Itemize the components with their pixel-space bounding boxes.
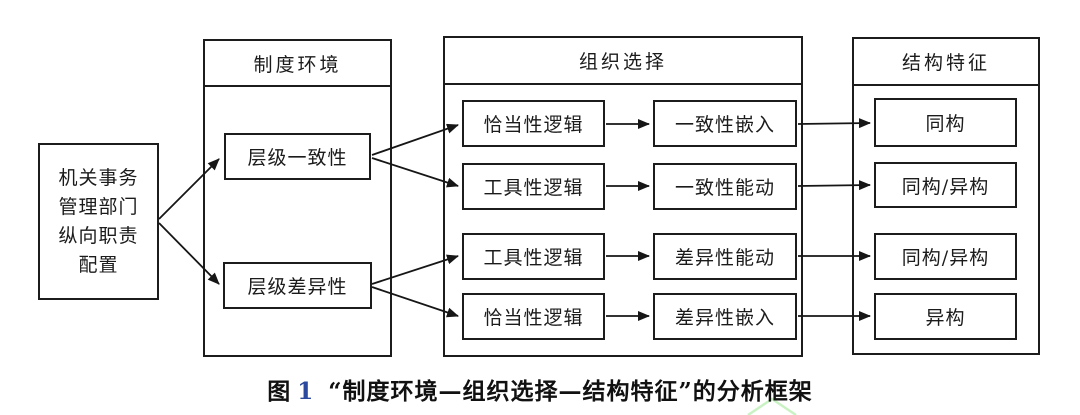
env-column-frame: 制度环境 [203,39,392,357]
struct-column-title: 结构特征 [854,39,1038,86]
node-isomorphism: 同构 [874,98,1017,147]
choice-column-title: 组织选择 [445,38,801,85]
node-difference-agency: 差异性能动 [653,233,797,280]
node-appropriateness-logic-1: 恰当性逻辑 [462,100,605,147]
env-column-title: 制度环境 [205,41,390,87]
node-level-consistency: 层级一致性 [224,133,371,180]
figure-label: 图 [267,378,292,405]
node-appropriateness-logic-2: 恰当性逻辑 [462,293,605,340]
node-difference-embedding: 差异性嵌入 [653,293,797,340]
node-consistency-agency: 一致性能动 [653,163,797,210]
source-line-3: 纵向职责 [58,224,139,247]
source-line-2: 管理部门 [58,195,139,218]
source-line-1: 机关事务 [58,166,139,189]
node-iso-hetero-1: 同构/异构 [874,162,1017,208]
figure-number: 1 [297,378,315,405]
node-consistency-embedding: 一致性嵌入 [653,100,797,147]
caption-text: “制度环境—组织选择—结构特征”的分析框架 [328,378,813,405]
node-instrumental-logic-1: 工具性逻辑 [462,163,605,210]
node-iso-hetero-2: 同构/异构 [874,233,1017,280]
source-line-4: 配置 [78,253,119,276]
node-heteromorphism: 异构 [874,293,1017,340]
source-node-box: 机关事务 管理部门 纵向职责 配置 [38,143,159,300]
node-level-difference: 层级差异性 [223,262,372,309]
node-instrumental-logic-2: 工具性逻辑 [462,233,605,280]
